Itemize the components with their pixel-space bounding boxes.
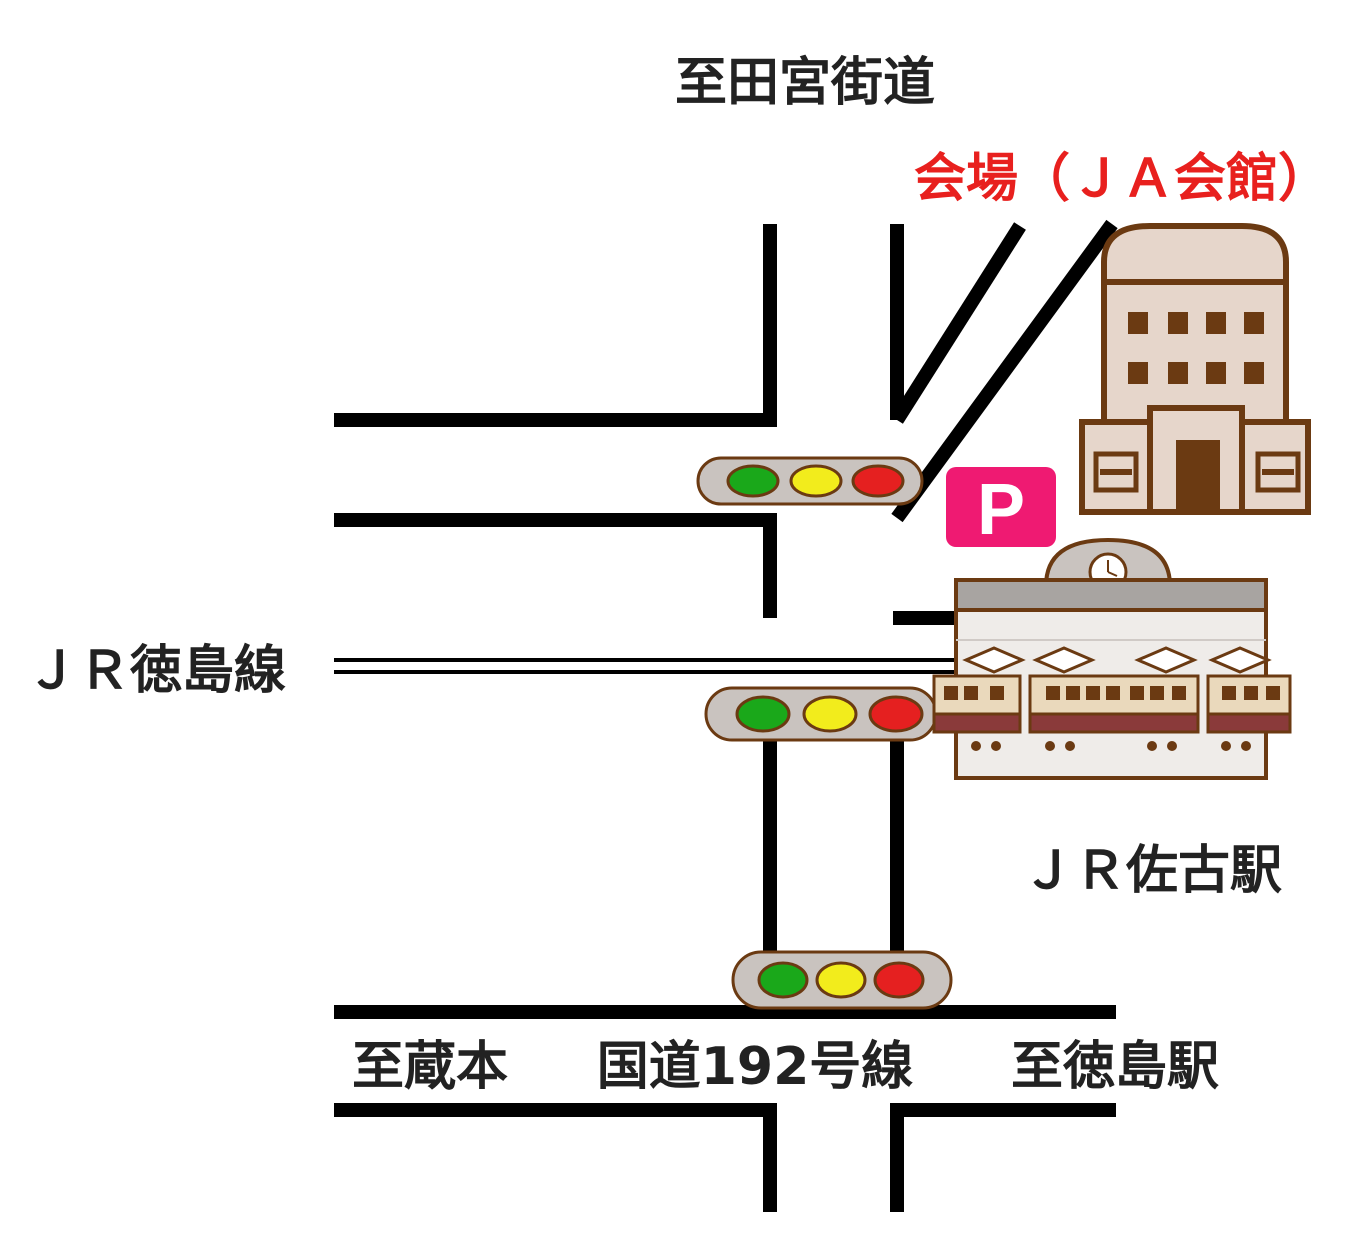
rail-line <box>334 658 960 674</box>
station-label: ＪＲ佐古駅 <box>1022 841 1282 901</box>
office-building-icon <box>1079 223 1311 515</box>
traffic-light-icon <box>731 950 953 1010</box>
train-station-icon <box>932 537 1292 780</box>
east-destination-label: 至徳島駅 <box>1011 1037 1219 1097</box>
parking-icon: P <box>946 467 1056 550</box>
venue-road-edge-1 <box>891 222 1026 424</box>
west-destination-label: 至蔵本 <box>352 1037 508 1097</box>
venue-label: 会場（ＪＡ会館） <box>914 149 1330 209</box>
road-network <box>334 219 1118 1212</box>
traffic-light-icon <box>696 456 924 506</box>
north-road-label: 至田宮街道 <box>675 53 935 113</box>
main-road-label: 国道192号線 <box>597 1037 914 1097</box>
traffic-light-icon <box>704 686 938 742</box>
parking-label: P <box>977 470 1025 550</box>
rail-line-label: ＪＲ徳島線 <box>26 641 286 701</box>
venue-road-edge-2 <box>891 219 1118 523</box>
